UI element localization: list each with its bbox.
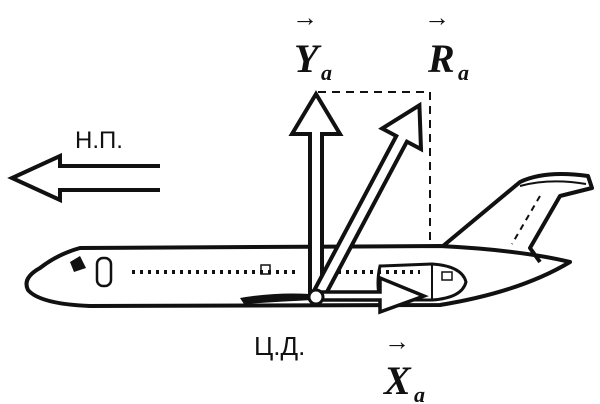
fuselage	[24, 244, 572, 308]
flow-direction-arrow	[7, 152, 160, 204]
resultant-vector-label: → R a	[424, 3, 469, 85]
drag-overarrow: →	[384, 327, 410, 356]
lift-overarrow: →	[292, 3, 318, 32]
lift-subscript: a	[321, 60, 332, 85]
force-parallelogram	[318, 91, 431, 240]
resultant-symbol: R	[427, 36, 455, 81]
drag-subscript: a	[414, 382, 425, 404]
lift-symbol: Y	[294, 36, 322, 81]
lift-vector-label: → Y a	[292, 3, 332, 85]
drag-vector-arrow	[318, 275, 429, 315]
lift-vector-arrow	[288, 90, 344, 294]
drag-symbol: X	[382, 358, 412, 403]
flow-label: Н.П.	[75, 127, 123, 154]
resultant-vector-arrow	[310, 101, 424, 300]
resultant-overarrow: →	[424, 3, 450, 32]
tail-fin	[441, 172, 594, 264]
resultant-subscript: a	[458, 60, 469, 85]
drag-vector-label: → X a	[382, 327, 425, 404]
center-of-pressure-label: Ц.Д.	[254, 331, 305, 361]
center-of-pressure-point	[307, 288, 325, 306]
